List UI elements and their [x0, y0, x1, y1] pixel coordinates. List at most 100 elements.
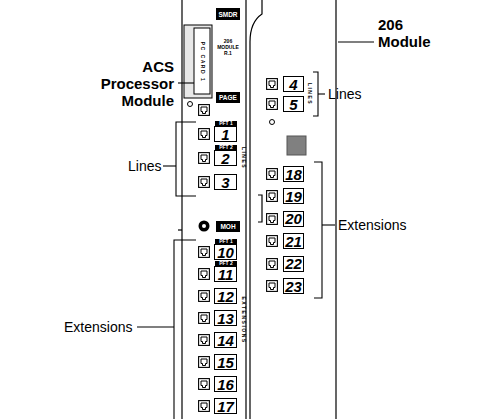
port-number-text: 16 [217, 377, 234, 392]
tag-text: MOH [220, 223, 235, 230]
modular-jack [199, 401, 210, 412]
port-number: 14 [214, 332, 237, 348]
port-number-text: 1 [221, 127, 229, 142]
leader-line [137, 326, 174, 327]
port-number: 4 [283, 76, 304, 92]
indicator-led [270, 120, 275, 125]
port-number-text: 23 [285, 279, 302, 294]
panel-legend: EXTENSIONS [240, 296, 245, 343]
panel-tag: PAGE [216, 92, 240, 103]
modular-jack [267, 259, 278, 270]
port-number: 11 [214, 266, 237, 282]
modular-jack [267, 99, 278, 110]
modular-jack [199, 357, 210, 368]
port-number-text: 19 [285, 189, 302, 204]
pc-card [194, 28, 210, 94]
modular-jack [267, 169, 278, 180]
port-number-text: 10 [217, 245, 234, 260]
leader-line [338, 41, 374, 42]
modular-jack [199, 247, 210, 258]
module-edge [245, 0, 246, 419]
port-number: 17 [214, 398, 237, 414]
card-label: PC CARD 1 [200, 42, 205, 82]
port-number-text: 14 [217, 333, 234, 348]
port-number: 2 [214, 150, 237, 166]
leader-line [163, 165, 176, 166]
modular-jack [199, 379, 210, 390]
port-number: 23 [283, 278, 304, 294]
module-housing: 206 Module45181920212223 [250, 0, 336, 419]
module-marking: 206 MODULE R.1 [215, 38, 241, 56]
tag-text: PAGE [219, 94, 237, 101]
port-number: 3 [214, 174, 237, 190]
modular-jack [267, 236, 278, 247]
module-title: 206 Module [378, 16, 442, 50]
leader-line [318, 93, 325, 94]
port-number-text: 17 [217, 399, 234, 414]
port-number: 19 [283, 188, 304, 204]
port-number-text: 5 [289, 97, 297, 112]
port-number-text: 2 [221, 151, 229, 166]
port-number: 15 [214, 354, 237, 370]
module-edge [181, 0, 182, 419]
port-number: 10 [214, 244, 237, 260]
card-slot [184, 25, 212, 98]
port-tag: PFT 1 [215, 239, 237, 244]
bracket [176, 122, 196, 196]
modular-jack [267, 79, 278, 90]
port-number-text: 18 [285, 167, 302, 182]
bracket [314, 162, 322, 298]
port-number: 20 [283, 211, 304, 227]
tag-text: SMDR [218, 11, 237, 18]
port-tag: PFT 2 [215, 145, 237, 150]
modular-jack [199, 153, 210, 164]
status-window [287, 136, 306, 155]
modular-jack [199, 105, 210, 116]
module-edge [250, 0, 262, 419]
port-number-text: 20 [285, 211, 302, 226]
port-number: 13 [214, 310, 237, 326]
port-number: 12 [214, 288, 237, 304]
port-number-text: 21 [285, 234, 302, 249]
modular-jack [267, 281, 278, 292]
panel-tag: MOH [216, 221, 240, 232]
port-tag: PFT 2 [215, 261, 237, 266]
panel-legend: LINES [240, 147, 245, 169]
modular-jack [267, 191, 278, 202]
port-number-text: 12 [217, 289, 234, 304]
port-number-text: 15 [217, 355, 234, 370]
module-title: ACS Processor Module [90, 58, 174, 109]
port-tag: PFT 1 [215, 121, 237, 126]
module-edge [335, 0, 336, 419]
module-housing: ACS Processor ModuleSMDRPAGE123MOH101112… [182, 0, 246, 419]
leader-line [322, 224, 335, 225]
callout-label: Extensions [64, 319, 132, 335]
callout-label: Lines [128, 158, 161, 174]
panel-legend: LINES [307, 83, 312, 105]
port-number: 1 [214, 126, 237, 142]
modular-jack [199, 129, 210, 140]
port-number: 18 [283, 166, 304, 182]
bracket [313, 72, 318, 116]
panel-tag: SMDR [216, 8, 240, 20]
modular-jack [199, 269, 210, 280]
port-number: 22 [283, 256, 304, 272]
port-number: 21 [283, 233, 304, 249]
port-number-text: 22 [285, 256, 302, 271]
leader-line [178, 82, 194, 83]
port-number: 16 [214, 376, 237, 392]
bracket [174, 240, 196, 419]
callout-label: Lines [328, 86, 361, 102]
module-latch [258, 195, 262, 222]
port-number: 5 [283, 96, 304, 112]
modular-jack [199, 313, 210, 324]
moh-jack [199, 221, 210, 232]
indicator-led [188, 102, 193, 107]
port-number-text: 4 [289, 77, 297, 92]
modular-jack [267, 214, 278, 225]
modular-jack [199, 177, 210, 188]
modular-jack [199, 335, 210, 346]
callout-label: Extensions [338, 217, 406, 233]
